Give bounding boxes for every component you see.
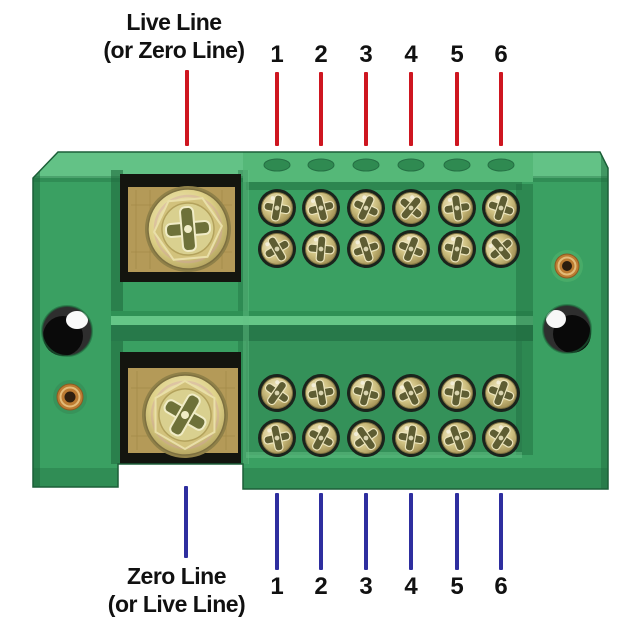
bottom-leader-2 <box>319 493 323 570</box>
top-number-2: 2 <box>314 41 328 68</box>
bottom-leader-4 <box>409 493 413 570</box>
top-number-5: 5 <box>450 41 464 68</box>
bottom-label: Zero Line (or Live Line) <box>64 562 289 618</box>
body-outline <box>32 151 609 490</box>
top-leader-6 <box>499 72 503 146</box>
bottom-number-4: 4 <box>404 573 418 600</box>
top-leader-2 <box>319 72 323 146</box>
mounting-hole-right <box>542 304 592 354</box>
bottom-leader-1 <box>275 493 279 570</box>
top-number-3: 3 <box>359 41 373 68</box>
bottom-number-6: 6 <box>494 573 508 600</box>
copper-insert-right <box>551 250 583 282</box>
bottom-label-line2: (or Live Line) <box>107 591 246 617</box>
top-leader-4 <box>409 72 413 146</box>
top-label-line1: Live Line <box>126 9 222 35</box>
bottom-leader-5 <box>455 493 459 570</box>
top-leader-1 <box>275 72 279 146</box>
top-leader-3 <box>364 72 368 146</box>
bottom-number-3: 3 <box>359 573 373 600</box>
bottom-number-2: 2 <box>314 573 328 600</box>
top-label-line2: (or Zero Line) <box>103 37 245 63</box>
bottom-number-5: 5 <box>450 573 464 600</box>
main-terminal-channel <box>111 170 248 475</box>
mounting-hole-left <box>41 305 93 357</box>
bottom-number-1: 1 <box>270 573 284 600</box>
copper-insert-left <box>53 380 87 414</box>
middle-divider-rail <box>111 311 533 341</box>
bottom-label-line1: Zero Line <box>126 563 227 589</box>
top-number-6: 6 <box>494 41 508 68</box>
top-number-1: 1 <box>270 41 284 68</box>
bottom-leader-6 <box>499 493 503 570</box>
wire-entry-dimples <box>263 158 515 172</box>
bottom-leader-3 <box>364 493 368 570</box>
zero-line-leader <box>184 486 188 558</box>
top-label: Live Line (or Zero Line) <box>64 8 284 64</box>
top-leader-5 <box>455 72 459 146</box>
top-number-4: 4 <box>404 41 418 68</box>
branch-top-lip <box>243 152 533 182</box>
live-line-leader <box>185 70 189 146</box>
block-body <box>33 152 608 489</box>
